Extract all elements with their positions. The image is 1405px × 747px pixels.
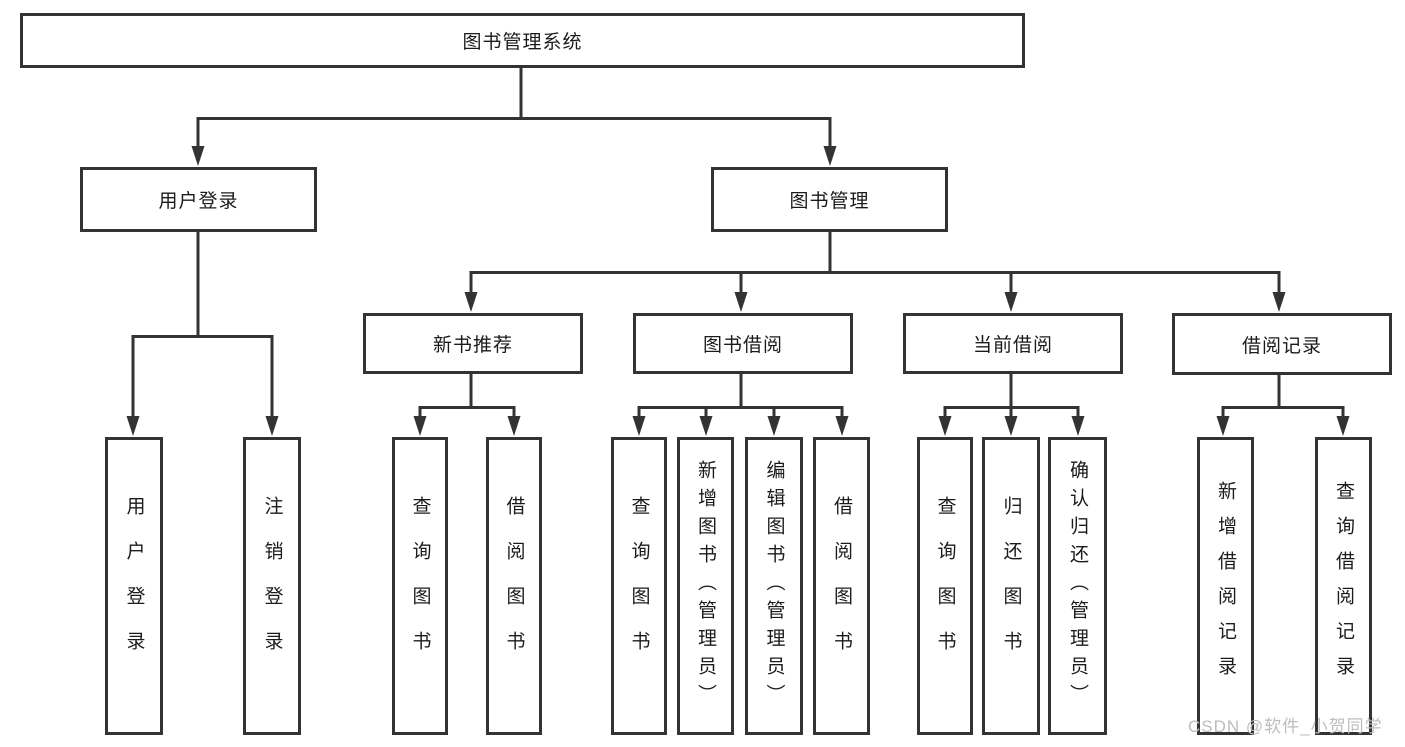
leaf-query-books-recommend: 查询图书 bbox=[392, 437, 448, 735]
leaf-query-books-borrow: 查询图书 bbox=[611, 437, 667, 735]
leaf-label: 确认归还（管理员） bbox=[1067, 460, 1088, 712]
leaf-label: 编辑图书（管理员） bbox=[763, 460, 785, 712]
leaf-borrow-books: 借阅图书 bbox=[813, 437, 870, 735]
node-label: 图书管理系统 bbox=[462, 32, 583, 53]
node-book-management: 图书管理 bbox=[711, 167, 948, 232]
leaf-label: 新增借阅记录 bbox=[1215, 481, 1236, 691]
node-library-system: 图书管理系统 bbox=[20, 13, 1025, 68]
leaf-query-borrow-record: 查询借阅记录 bbox=[1315, 437, 1372, 735]
leaf-add-borrow-record: 新增借阅记录 bbox=[1197, 437, 1254, 735]
leaf-label: 新增图书（管理员） bbox=[695, 460, 716, 712]
watermark: CSDN @软件_小贺同学 bbox=[1188, 717, 1383, 736]
node-label: 新书推荐 bbox=[432, 335, 513, 356]
leaf-label: 用户登录 bbox=[123, 496, 145, 676]
leaf-label: 查询图书 bbox=[628, 496, 650, 676]
leaf-label: 注销登录 bbox=[261, 496, 283, 676]
node-book-borrowing: 图书借阅 bbox=[633, 313, 853, 374]
node-user-login: 用户登录 bbox=[80, 167, 317, 232]
leaf-borrow-books-recommend: 借阅图书 bbox=[486, 437, 542, 735]
node-label: 借阅记录 bbox=[1241, 335, 1322, 357]
node-new-book-recommend: 新书推荐 bbox=[363, 313, 583, 374]
node-label: 用户登录 bbox=[158, 191, 239, 212]
leaf-label: 查询图书 bbox=[409, 496, 431, 676]
node-label: 当前借阅 bbox=[972, 335, 1053, 356]
leaf-return-books: 归还图书 bbox=[982, 437, 1040, 735]
leaf-query-books-current: 查询图书 bbox=[917, 437, 973, 735]
node-current-borrowing: 当前借阅 bbox=[903, 313, 1123, 374]
leaf-add-books-admin: 新增图书（管理员） bbox=[677, 437, 734, 735]
node-borrowing-records: 借阅记录 bbox=[1172, 313, 1392, 375]
leaf-label: 借阅图书 bbox=[503, 496, 525, 676]
node-label: 图书借阅 bbox=[702, 335, 783, 356]
leaf-label: 借阅图书 bbox=[831, 496, 852, 676]
leaf-logout: 注销登录 bbox=[243, 437, 301, 735]
leaf-confirm-return-admin: 确认归还（管理员） bbox=[1048, 437, 1107, 735]
leaf-user-login: 用户登录 bbox=[105, 437, 163, 735]
leaf-label: 查询借阅记录 bbox=[1333, 481, 1354, 691]
leaf-label: 查询图书 bbox=[934, 496, 956, 676]
node-label: 图书管理 bbox=[789, 191, 870, 212]
leaf-label: 归还图书 bbox=[1000, 496, 1022, 676]
leaf-edit-books-admin: 编辑图书（管理员） bbox=[745, 437, 803, 735]
